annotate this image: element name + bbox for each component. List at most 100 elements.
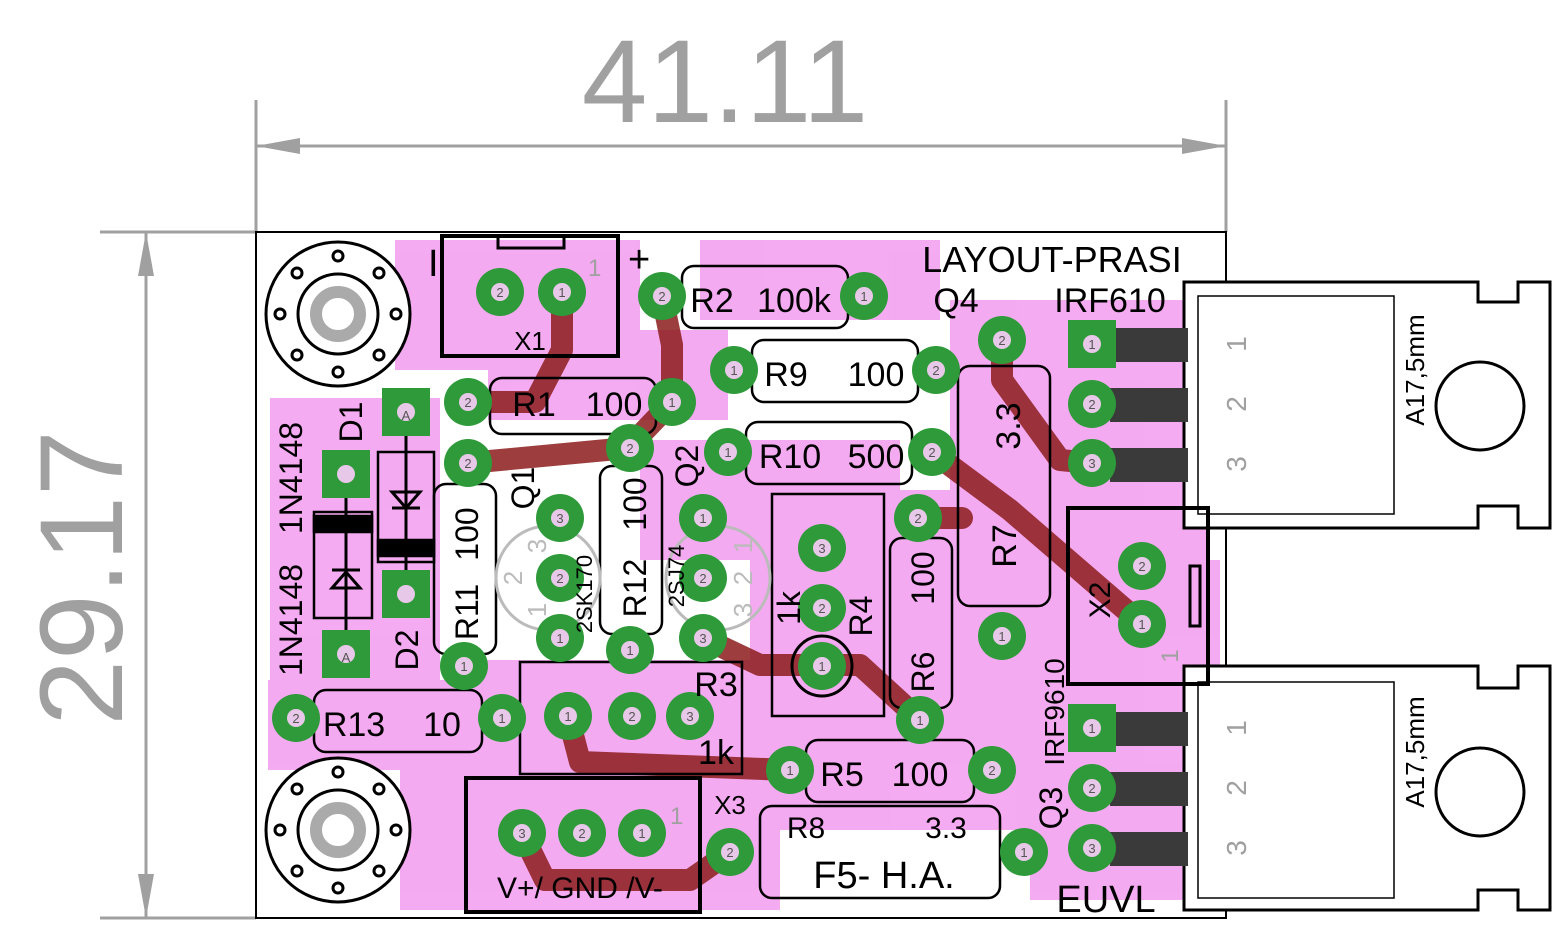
q2-pad-2: 2 xyxy=(679,554,727,602)
mosfet-legs xyxy=(1110,328,1188,866)
r4-pad-3: 3 xyxy=(798,524,846,572)
r13-pad-2-label: 2 xyxy=(292,711,299,726)
svg-text:3: 3 xyxy=(1221,456,1252,472)
d1-anode-letter: A xyxy=(402,408,411,423)
r11-pad-2: 2 xyxy=(444,439,492,487)
q2-part: 2SJ74 xyxy=(664,545,689,607)
r10-pad-1-label: 1 xyxy=(724,445,731,460)
q1-pad-2-label: 2 xyxy=(556,571,563,586)
x3-label: V+/ GND /V- xyxy=(497,872,663,905)
x2-tag: 1 xyxy=(1157,649,1184,662)
q3-pad-1-label: 1 xyxy=(1088,721,1095,736)
r8-pad-2-label: 2 xyxy=(998,333,1005,348)
r1-pad-1-label: 1 xyxy=(668,395,675,410)
r4-pad-2: 2 xyxy=(798,584,846,632)
q1-pin-2: 2 xyxy=(498,571,528,585)
q1-pin-3: 3 xyxy=(522,539,552,553)
x3-pad-3-label: 3 xyxy=(518,826,525,841)
r7-pad-2: 2 xyxy=(706,828,754,876)
x2-pad-2-label: 2 xyxy=(1138,559,1145,574)
r10-pad-2-label: 2 xyxy=(928,445,935,460)
r1-value: 100 xyxy=(586,386,643,424)
polarity-plus: + xyxy=(628,239,650,281)
d1-pad-cathode xyxy=(382,570,430,618)
r11-pad-2-label: 2 xyxy=(464,456,471,471)
r4-ref: R4 xyxy=(843,596,879,637)
q1-pad-3-label: 3 xyxy=(556,511,563,526)
q1-pad-3: 3 xyxy=(536,494,584,542)
r9-pad-1-label: 1 xyxy=(730,363,737,378)
x3-pad-1-label: 1 xyxy=(638,826,645,841)
x3-ref: X3 xyxy=(714,790,746,820)
dimension-height-label: 29.17 xyxy=(16,430,148,725)
q4-part: IRF610 xyxy=(1054,282,1166,320)
x1-pad-1: 1 xyxy=(538,268,586,316)
r5-value: 100 xyxy=(892,756,949,794)
diode-symbols xyxy=(328,416,424,650)
x3-pad-1: 1 xyxy=(618,809,666,857)
q3-pad-2-label: 2 xyxy=(1088,781,1095,796)
d2-ref: D2 xyxy=(389,630,425,671)
r4-pad-3-label: 3 xyxy=(818,541,825,556)
r2-pad-1: 1 xyxy=(840,272,888,320)
d2-anode-letter: A xyxy=(342,650,351,665)
r1-ref: R1 xyxy=(512,386,555,424)
r4-pad-1-label: 1 xyxy=(818,659,825,674)
r5-pad-2: 2 xyxy=(968,746,1016,794)
r7-pad-1-label: 1 xyxy=(1020,845,1027,860)
dimension-width xyxy=(254,100,1228,232)
q4-pad-3: 3 xyxy=(1068,439,1116,487)
q1-pin-1: 1 xyxy=(522,603,552,617)
board-signature: EUVL xyxy=(1056,879,1155,921)
r1-pad-1: 1 xyxy=(648,378,696,426)
r5-pad-1-label: 1 xyxy=(786,763,793,778)
svg-text:3: 3 xyxy=(1221,840,1252,856)
mounting-hole-top xyxy=(266,242,410,386)
x1-pad-2-label: 2 xyxy=(496,285,503,300)
x3-pad-2-label: 2 xyxy=(578,826,585,841)
r12-value: 100 xyxy=(617,477,653,530)
r10-pad-2: 2 xyxy=(908,428,956,476)
q1-ref: Q1 xyxy=(505,467,541,510)
q3-pad-3: 3 xyxy=(1068,824,1116,872)
q3-part: IRF9610 xyxy=(1039,658,1070,765)
r12-pad-1: 1 xyxy=(606,626,654,674)
r7-value: 3.3 xyxy=(925,812,967,845)
r8-pad-2: 2 xyxy=(978,316,1026,364)
x1-tag: 1 xyxy=(588,255,601,282)
x2-pad-2: 2 xyxy=(1118,542,1166,590)
q4-pad-1-label: 1 xyxy=(1088,337,1095,352)
r3-pad-2-label: 2 xyxy=(628,709,635,724)
q2-pad-3-label: 3 xyxy=(699,631,706,646)
r12-pad-1-label: 1 xyxy=(626,643,633,658)
silkscreen-text: LAYOUT-PRASI Q4 IRF610 I + X1 1 R2 100k … xyxy=(273,239,1184,921)
r6-pad-1-label: 1 xyxy=(916,713,923,728)
design-label: F5- H.A. xyxy=(813,855,954,897)
r4-pad-1: 1 xyxy=(798,642,846,690)
q2-pad-2-label: 2 xyxy=(699,571,706,586)
x3-tag: 1 xyxy=(670,803,683,830)
r10-value: 500 xyxy=(848,438,905,476)
svg-text:2: 2 xyxy=(1221,780,1252,796)
r13-ref: R13 xyxy=(323,706,385,744)
r13-value: 10 xyxy=(423,706,461,744)
r11-ref: R11 xyxy=(449,584,485,640)
x1-ref: X1 xyxy=(514,326,546,356)
heatsink-pin-labels: 1 2 3 1 2 3 xyxy=(1221,336,1252,856)
r9-ref: R9 xyxy=(764,356,807,394)
r3-pad-1-label: 1 xyxy=(564,709,571,724)
board-title: LAYOUT-PRASI xyxy=(922,239,1181,280)
r12-ref: R12 xyxy=(617,559,653,618)
mounting-hole-bottom xyxy=(266,758,410,902)
x1-pad-1-label: 1 xyxy=(558,285,565,300)
r5-pad-1: 1 xyxy=(766,746,814,794)
q3-ref: Q3 xyxy=(1033,787,1069,830)
r7-ref: R8 xyxy=(787,812,825,845)
r13-pad-2: 2 xyxy=(272,694,320,742)
r12-pad-2: 2 xyxy=(606,424,654,472)
d2-pad-anode xyxy=(322,630,370,678)
q4-pad-2-label: 2 xyxy=(1088,397,1095,412)
r13-pad-1-label: 1 xyxy=(498,711,505,726)
heatsink-q4-label: A17,5mm xyxy=(1400,314,1430,425)
